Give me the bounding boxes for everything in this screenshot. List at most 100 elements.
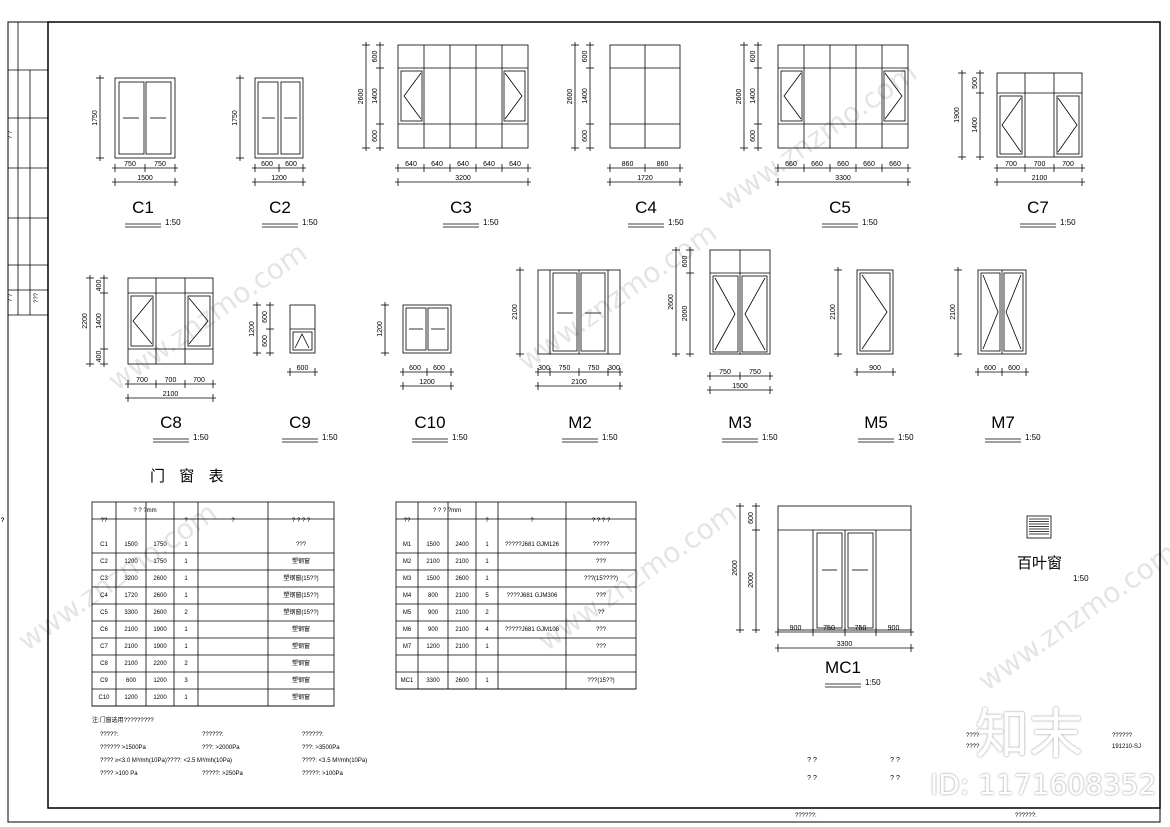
table-cell: 1750 (153, 559, 167, 565)
scale-text: 1:50 (302, 218, 318, 227)
table-cell: 2100 (455, 644, 469, 650)
table-cell: 2 (184, 610, 188, 616)
table-title: 门 窗 表 (150, 467, 224, 485)
table-cell: M4 (403, 593, 412, 599)
dimension-text: 750 (749, 369, 761, 376)
table-cell: 塑钢窗 (292, 642, 310, 650)
table-header: ? ? ?mm (133, 508, 156, 514)
sash-symbol (1001, 97, 1022, 153)
louver-label: 百叶窗 (1017, 554, 1063, 572)
dimension-text: 700 (136, 377, 148, 384)
table-cell: 塑钢窗 (292, 659, 310, 667)
table-cell: 2100 (124, 644, 138, 650)
table-header: ? ? (0, 518, 5, 524)
table-cell: M3 (403, 576, 412, 582)
table-cell: 4 (485, 627, 489, 633)
inner-border (47, 21, 1161, 809)
scale-text: 1:50 (602, 433, 618, 442)
scale-text: 1:50 (668, 218, 684, 227)
dimension-text: 1750 (232, 110, 239, 126)
dimension-text: 750 (559, 365, 571, 372)
table-cell: M7 (403, 644, 412, 650)
dimension-text: 2100 (163, 391, 179, 398)
window-label-c9: C9 (289, 413, 311, 432)
title-strip-text: ? ? (8, 130, 14, 139)
dimension-text: 2100 (571, 379, 587, 386)
dimension-text: 640 (431, 161, 443, 168)
window-c5-frame (777, 44, 909, 149)
titleblock-text: ??????: (1015, 813, 1037, 819)
note-text: ??????: (202, 732, 224, 738)
sash-symbol (294, 333, 310, 349)
table-cell: 1200 (426, 644, 440, 650)
frame (405, 307, 427, 351)
sash-symbol (884, 72, 903, 120)
window-label-c3: C3 (450, 198, 472, 217)
table-cell: M1 (403, 542, 412, 548)
dimension-text: 1720 (637, 175, 653, 182)
table-cell: 2100 (124, 661, 138, 667)
dimension-text: 2100 (950, 304, 957, 320)
table-cell: C8 (100, 661, 108, 667)
table-cell: 2 (184, 661, 188, 667)
table-cell: 塑钢窗 (292, 676, 310, 684)
window-label-m3: M3 (728, 413, 752, 432)
dimension-text: 860 (622, 161, 634, 168)
table-cell: ??? (596, 559, 607, 565)
table-header: ? (530, 518, 534, 524)
table-cell: 2600 (455, 678, 469, 684)
note-text: ???: >2000Pa (202, 745, 240, 751)
table-cell: ???(15????) (584, 576, 618, 582)
dimension-text: 2100 (830, 304, 837, 320)
table-cell: 2100 (455, 627, 469, 633)
table-cell: 1200 (153, 678, 167, 684)
table-cell: 塑钢窗(15??) (283, 591, 318, 599)
frame (427, 307, 449, 351)
dimension-text: 2200 (82, 313, 89, 329)
table-cell: M5 (403, 610, 412, 616)
titleblock-text: ???? (966, 733, 980, 739)
dimension-text: 500 (972, 77, 979, 89)
left-title-strip (8, 22, 48, 316)
table-cell: ??? (596, 593, 607, 599)
table-cell: 900 (428, 627, 439, 633)
frame (187, 295, 211, 347)
frame (712, 275, 739, 353)
frame (883, 70, 906, 122)
frame (552, 272, 578, 352)
table-header: ? (231, 518, 235, 524)
window-label-mc1: MC1 (825, 658, 861, 677)
note-title: 注:门窗选用????????? (92, 716, 154, 724)
window-label-m2: M2 (568, 413, 592, 432)
table-cell: ?????J681 GJM126 (505, 542, 560, 548)
dimension-text: 640 (509, 161, 521, 168)
table-cell: 塑钢窗 (292, 557, 310, 565)
door-mc1-frame (777, 505, 912, 631)
dimension-text: 2000 (682, 306, 689, 322)
dimension-text: 1200 (249, 321, 256, 337)
dimension-text: 1400 (582, 88, 589, 104)
note-text: ???? >100 Pa (100, 771, 138, 777)
table-cell: ????? (593, 542, 610, 548)
note-text: ??????: (302, 732, 324, 738)
table-cell: ???(15??) (587, 678, 614, 684)
table-cell: MC1 (401, 678, 414, 684)
table-cell: 2100 (455, 559, 469, 565)
dimension-text: 600 (582, 130, 589, 142)
table-cell: 800 (428, 593, 439, 599)
dimension-text: 660 (889, 161, 901, 168)
dimension-text: 660 (811, 161, 823, 168)
table-header: ? ? ? ?mm (433, 508, 461, 514)
table-header: ?? (404, 518, 411, 524)
window-label-c4: C4 (635, 198, 657, 217)
table-cell: 2200 (153, 661, 167, 667)
window-label-c2: C2 (269, 198, 291, 217)
dimension-text: 1750 (92, 110, 99, 126)
window-c10-frame (402, 304, 452, 354)
title-strip-text: ? ? (8, 293, 14, 302)
dimension-text: 750 (124, 161, 136, 168)
dimension-text: 2600 (358, 89, 365, 105)
table-cell: 2600 (153, 610, 167, 616)
dimension-text: 3300 (835, 175, 851, 182)
table-cell: M6 (403, 627, 412, 633)
